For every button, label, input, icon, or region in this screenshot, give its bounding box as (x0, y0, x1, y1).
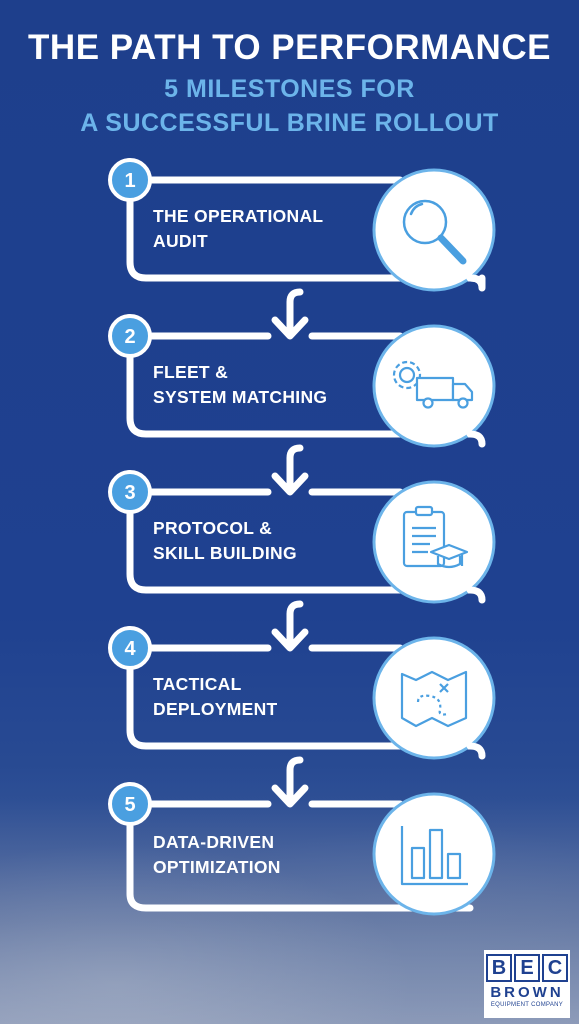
icon-circle (372, 168, 496, 292)
logo-letter: C (542, 954, 568, 982)
logo-letter: E (514, 954, 540, 982)
magnifying-glass-icon (402, 199, 467, 265)
logo-tagline: EQUIPMENT COMPANY (490, 1002, 564, 1008)
milestone-5: 5 (108, 782, 496, 916)
gear-truck-icon (392, 360, 474, 409)
company-logo: B E C BROWN EQUIPMENT COMPANY (484, 950, 570, 1018)
arrow-2 (271, 430, 486, 496)
step-label-5: DATA-DRIVEN OPTIMIZATION (153, 832, 281, 877)
step-label-2: FLEET & SYSTEM MATCHING (153, 362, 328, 407)
subtitle-line-2: A SUCCESSFUL BRINE ROLLOUT (80, 109, 499, 137)
step-number: 2 (124, 326, 135, 348)
arrow-3 (271, 586, 486, 652)
subtitle-line-1: 5 MILESTONES FOR (164, 75, 415, 103)
milestone-4: 4 (108, 626, 496, 760)
clipboard-graduation-cap-icon (402, 505, 469, 569)
step-number: 5 (124, 794, 135, 816)
logo-letter: B (486, 954, 512, 982)
logo-letters: B E C (486, 954, 568, 982)
step-number-badge (108, 158, 152, 202)
milestone-2: 2 (108, 314, 496, 448)
step-number: 3 (124, 482, 135, 504)
step-label-4: TACTICAL DEPLOYMENT (153, 674, 278, 719)
map-route-icon (400, 670, 468, 728)
arrow-4 (271, 742, 486, 808)
bar-chart-icon (400, 826, 468, 886)
step-number: 4 (124, 638, 136, 660)
milestone-3: 3 (108, 470, 496, 604)
arrow-1 (271, 274, 486, 340)
page-title: THE PATH TO PERFORMANCE (28, 28, 551, 67)
step-label-1: THE OPERATIONAL AUDIT (153, 206, 324, 251)
step-number: 1 (124, 170, 135, 192)
step-label-3: PROTOCOL & SKILL BUILDING (153, 518, 297, 563)
logo-name: BROWN (490, 984, 564, 1001)
